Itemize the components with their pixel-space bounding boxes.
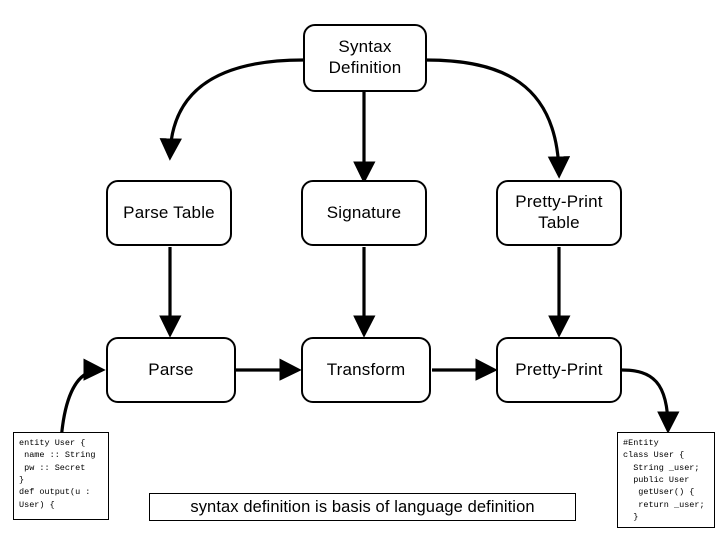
node-pretty-print-table[interactable]: Pretty-Print Table (496, 180, 622, 246)
node-pretty-print-label: Pretty-Print (515, 359, 603, 379)
code-input-box: entity User { name :: String pw :: Secre… (13, 432, 109, 520)
edge-syntax-to-parse-table (159, 58, 304, 161)
node-transform-label: Transform (326, 359, 406, 379)
node-parse-label: Parse (148, 359, 194, 379)
code-output-box: #Entity class User { String _user; publi… (617, 432, 715, 528)
diagram-caption: syntax definition is basis of language d… (149, 493, 576, 521)
node-parse-table[interactable]: Parse Table (106, 180, 232, 246)
node-pretty-print-table-line-1: Pretty-Print (515, 192, 603, 212)
edge-syntax-to-pp-table (425, 58, 571, 179)
node-parse-table-label: Parse Table (123, 202, 215, 222)
node-pretty-print-table-line-2: Table (538, 213, 580, 232)
node-syntax-definition-line-2: Definition (328, 58, 402, 77)
edge-pretty-print-to-output (621, 368, 680, 434)
node-signature[interactable]: Signature (301, 180, 427, 246)
node-syntax-definition[interactable]: Syntax Definition (303, 24, 427, 92)
node-pretty-print[interactable]: Pretty-Print (496, 337, 622, 403)
node-parse[interactable]: Parse (106, 337, 236, 403)
node-signature-label: Signature (326, 202, 402, 222)
node-transform[interactable]: Transform (301, 337, 431, 403)
node-syntax-definition-line-1: Syntax (338, 37, 392, 57)
